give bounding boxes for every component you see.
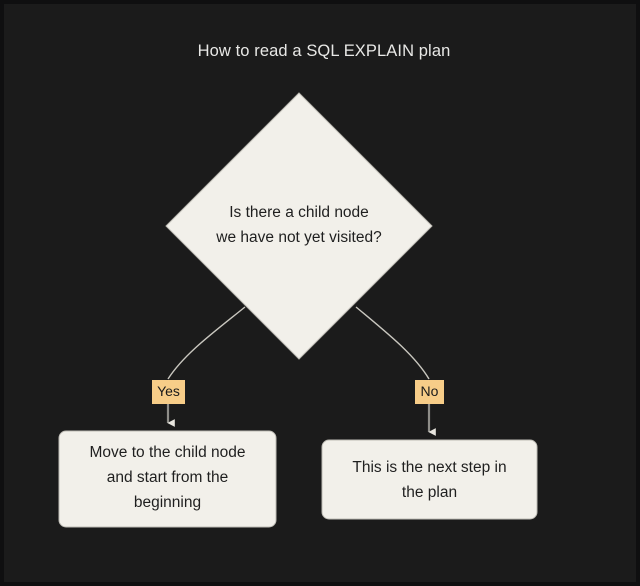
flowchart-graphics [58, 92, 538, 528]
edge-decision-to-no-curve [355, 306, 430, 380]
outcome-node-move-to-child[interactable] [58, 430, 277, 528]
page-title: How to read a SQL EXPLAIN plan [197, 42, 451, 60]
edge-label-no[interactable]: No [415, 380, 444, 404]
edge-decision-to-yes-curve [167, 306, 246, 380]
edge-label-yes[interactable]: Yes [152, 380, 185, 404]
decision-node-diamond[interactable] [165, 92, 433, 360]
outcome-node-next-step[interactable] [321, 439, 538, 520]
